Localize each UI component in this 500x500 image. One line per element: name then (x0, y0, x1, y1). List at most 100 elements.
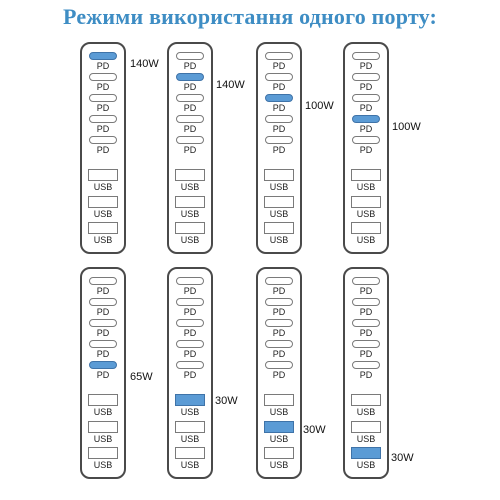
pd-label: PD (272, 328, 286, 338)
usb-label: USB (93, 434, 113, 444)
usb-c-slot-icon (176, 298, 204, 306)
usb-c-slot-icon (89, 298, 117, 306)
usb-label: USB (356, 434, 376, 444)
pd-label: PD (272, 103, 286, 113)
pd-label: PD (272, 370, 286, 380)
usb-a-slot-icon (88, 421, 118, 433)
usb-a-slot-icon (264, 394, 294, 406)
usb-c-slot-icon (352, 94, 380, 102)
pd-label: PD (183, 145, 197, 155)
pd-label: PD (272, 61, 286, 71)
pd-label: PD (96, 61, 110, 71)
pd-label: PD (183, 286, 197, 296)
pd-label: PD (272, 124, 286, 134)
usb-a-slot-icon (175, 196, 205, 208)
pd-label: PD (96, 349, 110, 359)
pd-label: PD (183, 307, 197, 317)
pd-label: PD (183, 349, 197, 359)
usb-label: USB (93, 182, 113, 192)
usb-c-slot-icon (265, 136, 293, 144)
usb-label: USB (180, 460, 200, 470)
pd-label: PD (272, 349, 286, 359)
usb-c-slot-icon (89, 319, 117, 327)
usb-a-slot-icon (264, 447, 294, 459)
pd-label: PD (183, 61, 197, 71)
pd-label: PD (96, 82, 110, 92)
usb-c-slot-icon (352, 73, 380, 81)
power-label-2: 140W (216, 79, 245, 91)
usb-c-slot-icon (265, 52, 293, 60)
usb-a-slot-icon (175, 421, 205, 433)
usb-c-slot-icon (176, 361, 204, 369)
usb-c-slot-icon (176, 319, 204, 327)
pd-label: PD (359, 124, 373, 134)
usb-a-slot-icon (175, 222, 205, 234)
usb-c-slot-icon (265, 361, 293, 369)
pd-label: PD (96, 328, 110, 338)
pd-label: PD (359, 145, 373, 155)
usb-c-slot-icon (176, 277, 204, 285)
usb-a-slot-icon (175, 394, 205, 406)
usb-label: USB (93, 209, 113, 219)
usb-label: USB (356, 235, 376, 245)
pd-label: PD (96, 103, 110, 113)
usb-c-slot-icon (265, 298, 293, 306)
usb-a-slot-icon (264, 421, 294, 433)
power-label-4: 100W (392, 121, 421, 133)
pd-label: PD (96, 124, 110, 134)
usb-c-slot-icon (89, 361, 117, 369)
usb-label: USB (269, 460, 289, 470)
usb-c-slot-icon (176, 94, 204, 102)
usb-label: USB (180, 235, 200, 245)
usb-label: USB (93, 235, 113, 245)
pd-label: PD (183, 124, 197, 134)
pd-label: PD (359, 370, 373, 380)
usb-a-slot-icon (88, 394, 118, 406)
pd-label: PD (272, 286, 286, 296)
pd-label: PD (96, 307, 110, 317)
usb-label: USB (180, 209, 200, 219)
usb-a-slot-icon (88, 222, 118, 234)
usb-c-slot-icon (176, 136, 204, 144)
usb-label: USB (269, 182, 289, 192)
usb-c-slot-icon (265, 340, 293, 348)
pd-label: PD (359, 103, 373, 113)
power-label-8: 30W (391, 452, 414, 464)
usb-a-slot-icon (351, 222, 381, 234)
usb-c-slot-icon (265, 277, 293, 285)
usb-c-slot-icon (89, 136, 117, 144)
power-label-3: 100W (305, 100, 334, 112)
pd-label: PD (96, 286, 110, 296)
usb-label: USB (180, 407, 200, 417)
pd-label: PD (183, 82, 197, 92)
usb-c-slot-icon (352, 319, 380, 327)
usb-c-slot-icon (352, 340, 380, 348)
usb-a-slot-icon (351, 169, 381, 181)
usb-c-slot-icon (89, 52, 117, 60)
usb-a-slot-icon (88, 196, 118, 208)
usb-label: USB (269, 407, 289, 417)
pd-label: PD (359, 61, 373, 71)
usb-c-slot-icon (265, 94, 293, 102)
pd-label: PD (359, 328, 373, 338)
usb-c-slot-icon (352, 52, 380, 60)
usb-label: USB (93, 460, 113, 470)
usb-c-slot-icon (176, 52, 204, 60)
usb-c-slot-icon (176, 73, 204, 81)
usb-label: USB (356, 209, 376, 219)
usb-c-slot-icon (265, 73, 293, 81)
usb-c-slot-icon (352, 115, 380, 123)
usb-c-slot-icon (265, 115, 293, 123)
usb-label: USB (269, 434, 289, 444)
usb-label: USB (180, 434, 200, 444)
pd-label: PD (359, 349, 373, 359)
usb-a-slot-icon (351, 394, 381, 406)
usb-c-slot-icon (89, 277, 117, 285)
usb-c-slot-icon (265, 319, 293, 327)
usb-c-slot-icon (352, 277, 380, 285)
usb-c-slot-icon (352, 136, 380, 144)
power-label-6: 30W (215, 395, 238, 407)
